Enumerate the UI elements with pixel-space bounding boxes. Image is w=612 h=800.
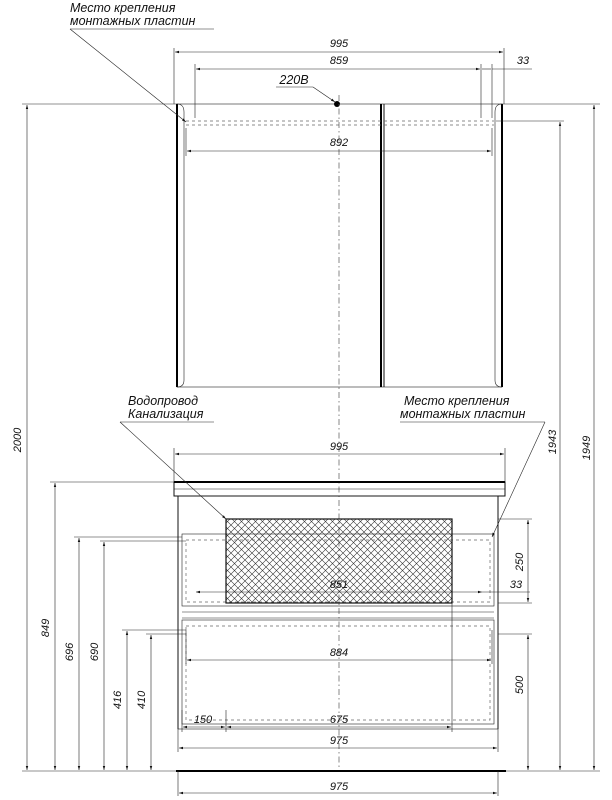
dim-h-500: 500 [514, 675, 526, 694]
dim-mirror-side: 33 [517, 55, 530, 67]
label-water: Водопровод [128, 394, 198, 408]
label-power: 220В [278, 73, 308, 87]
label-sewer: Канализация [128, 407, 204, 421]
dim-h-849: 849 [40, 619, 52, 637]
vertical-dimensions: 2000 849 696 690 416 410 1949 1943 250 [12, 103, 600, 772]
callouts: Место крепления монтажных пластин Водопр… [69, 1, 546, 538]
dim-base-width: 975 [330, 781, 349, 793]
dim-h-696: 696 [64, 642, 76, 661]
dim-h-total: 2000 [12, 427, 24, 453]
dim-h-250: 250 [514, 552, 526, 572]
dim-mirror-inner: 859 [330, 55, 348, 67]
plumbing-zone [225, 518, 453, 604]
dim-h-690: 690 [89, 642, 101, 661]
vanity-unit [173, 481, 506, 772]
dim-mirror-plates: 892 [330, 137, 348, 149]
dim-offset-left: 150 [194, 714, 213, 726]
dim-h-416: 416 [112, 690, 124, 709]
dim-offset-mid: 675 [330, 714, 349, 726]
dim-drawer-inner: 851 [330, 579, 348, 591]
label-mount-bottom-2: монтажных пластин [400, 407, 526, 421]
dim-h-1943: 1943 [547, 429, 559, 454]
label-mount-top-2: монтажных пластин [70, 14, 196, 28]
dim-body-width: 975 [330, 735, 349, 747]
dim-drawer-side: 33 [510, 579, 523, 591]
dim-h-410: 410 [136, 690, 148, 709]
dim-top-width: 995 [330, 441, 349, 453]
dim-mirror-width: 995 [330, 38, 349, 50]
label-mount-bottom-1: Место крепления [404, 394, 510, 408]
dim-h-1949: 1949 [581, 436, 593, 460]
label-mount-top-1: Место крепления [70, 1, 176, 15]
horizontal-dimensions: 995 859 33 220В 892 995 851 33 [173, 38, 532, 796]
power-point-icon [334, 101, 340, 107]
dim-drawer-plates: 884 [330, 647, 348, 659]
